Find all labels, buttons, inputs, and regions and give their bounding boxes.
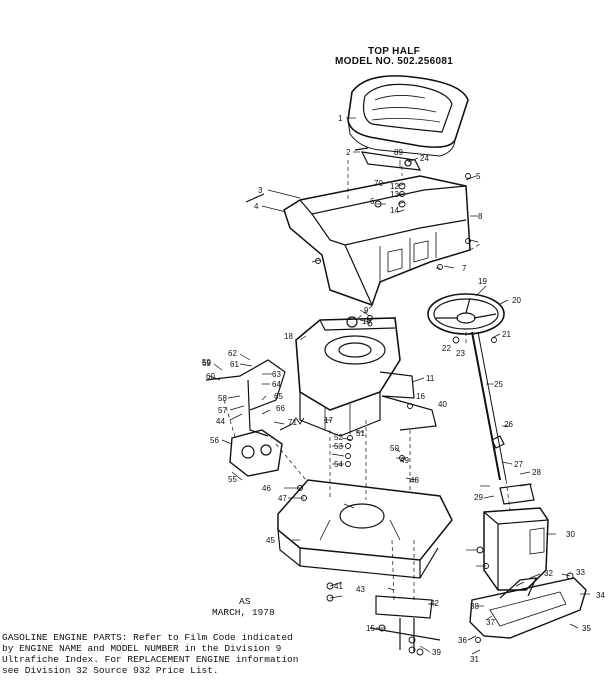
callout: 42: [430, 599, 439, 608]
callout: 58: [218, 394, 227, 403]
callout: 44: [216, 417, 225, 426]
callout: 1: [338, 114, 343, 123]
callout: 23: [456, 349, 465, 358]
callout: 64: [272, 380, 281, 389]
callout: 69: [202, 359, 211, 368]
callout: 37: [486, 618, 495, 627]
revision-date: MARCH, 1978: [212, 607, 275, 618]
callout: 15: [366, 624, 375, 633]
footer-line-2: by ENGINE NAME and MODEL NUMBER in the D…: [2, 643, 282, 654]
callout: 62: [228, 349, 237, 358]
callout: 71: [288, 418, 297, 427]
callout: 66: [276, 404, 285, 413]
callout: 40: [438, 400, 447, 409]
front-hood-panel: [469, 577, 587, 639]
callout-numbers: 1 2 3 4 5 6 7 8 9 10 11 12 13 14 15 16 1…: [202, 114, 605, 664]
callout: 41: [334, 582, 343, 591]
callout: 7: [462, 264, 467, 273]
callout: 11: [426, 374, 435, 383]
callout: 70: [374, 179, 383, 188]
callout: 43: [356, 585, 365, 594]
callout: 31: [470, 655, 479, 664]
callout: 35: [582, 624, 591, 633]
callout: 50: [390, 444, 399, 453]
footer-line-1: GASOLINE ENGINE PARTS: Refer to Film Cod…: [2, 632, 293, 643]
seat-bracket: [360, 151, 422, 171]
callout: 61: [230, 360, 239, 369]
callout: 27: [514, 460, 523, 469]
callout: 51: [356, 429, 365, 438]
axle-bracket: [375, 595, 433, 619]
callout: 55: [228, 475, 237, 484]
callout: 19: [478, 277, 487, 286]
seat-spring: [354, 147, 369, 151]
diagram-title: TOP HALF: [368, 46, 421, 57]
callout: 6: [370, 197, 375, 206]
callout: 49: [400, 456, 409, 465]
callout: 30: [566, 530, 575, 539]
callout: 53: [334, 442, 343, 451]
callout: 12: [390, 182, 399, 191]
callout: 26: [504, 420, 513, 429]
callout: 14: [390, 206, 399, 215]
callout: 38: [470, 602, 479, 611]
steering-wheel: [427, 293, 505, 335]
callout: 65: [274, 392, 283, 401]
callout: 21: [502, 330, 511, 339]
callout: 60: [206, 372, 215, 381]
fender-body: [283, 175, 471, 306]
callout: 18: [284, 332, 293, 341]
callout: 8: [478, 212, 483, 221]
callout: 3: [258, 186, 263, 195]
seat: [347, 75, 469, 157]
chassis-frame: [277, 479, 453, 579]
callout: 20: [512, 296, 521, 305]
callout: 16: [416, 392, 425, 401]
callout: 25: [494, 380, 503, 389]
callout: 39: [432, 648, 441, 657]
callout: 2: [346, 148, 351, 157]
callout: 57: [218, 406, 227, 415]
callout: 32: [544, 569, 553, 578]
model-number: MODEL NO. 502.256081: [335, 56, 454, 67]
callout: 47: [278, 494, 287, 503]
throttle-linkage: [205, 359, 286, 411]
revision-code: AS: [239, 596, 251, 607]
callout: 56: [210, 436, 219, 445]
callout: 22: [442, 344, 451, 353]
hydrostatic-pump: [229, 423, 293, 477]
callout: 63: [272, 370, 281, 379]
dash-pedestal: [483, 483, 549, 591]
callout: 17: [324, 416, 333, 425]
callout: 34: [596, 591, 605, 600]
callout: 13: [390, 190, 399, 199]
callout: 24: [420, 154, 429, 163]
callout: 28: [532, 468, 541, 477]
callout: 29: [474, 493, 483, 502]
callout: 33: [576, 568, 585, 577]
footer-line-4: see Division 32 Source 932 Price List.: [2, 665, 219, 676]
dash-plate: [499, 483, 535, 505]
callout: 59: [202, 358, 211, 367]
footer-line-3: Ultrafiche Index. For REPLACEMENT ENGINE…: [2, 654, 299, 665]
callout: 10: [362, 317, 371, 326]
callout: 4: [254, 202, 259, 211]
knob: [404, 159, 412, 167]
engine: [295, 316, 415, 437]
callout: 52: [334, 433, 343, 442]
steering-shaft: [471, 331, 507, 481]
callout: 36: [458, 636, 467, 645]
callout: 89: [394, 148, 403, 157]
engine-mount-bracket: [381, 395, 437, 431]
callout: 45: [266, 536, 275, 545]
callout: 9: [364, 306, 369, 315]
callout: 46: [262, 484, 271, 493]
callout: 54: [334, 460, 343, 469]
callout: 5: [476, 172, 481, 181]
callout: 48: [410, 476, 419, 485]
